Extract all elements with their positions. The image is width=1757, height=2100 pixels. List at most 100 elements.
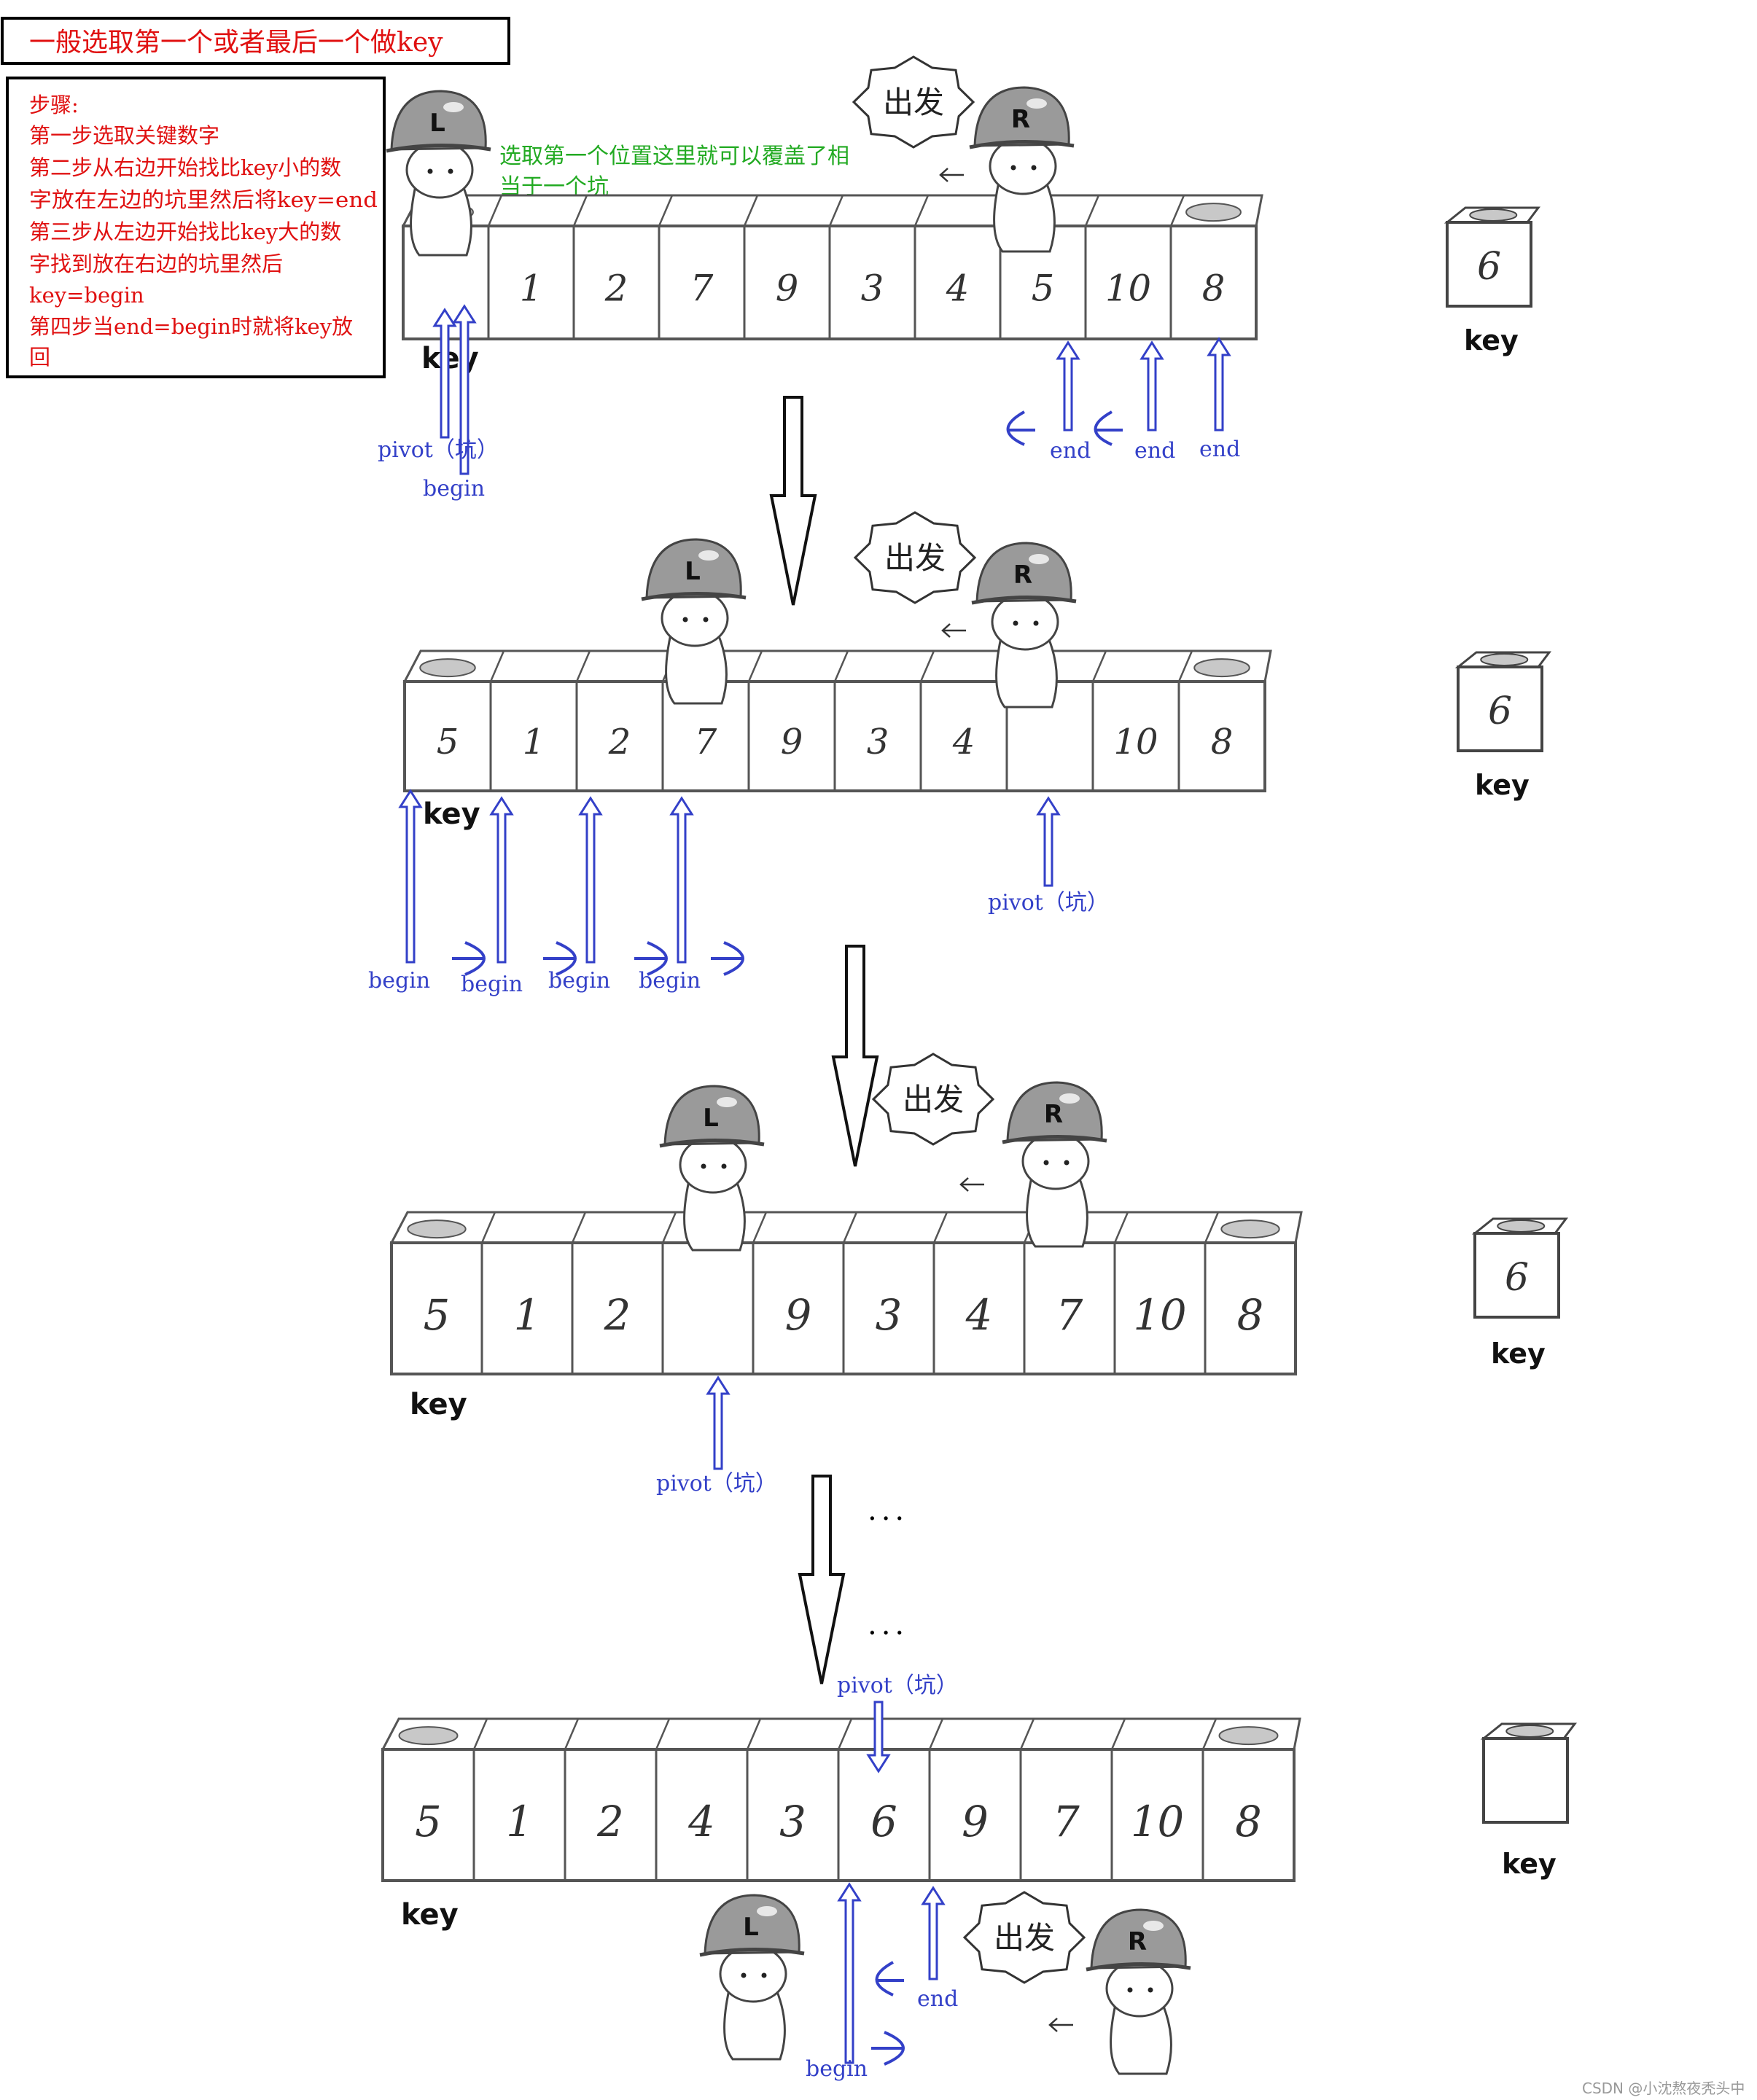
key-box-label: key xyxy=(1464,324,1519,356)
array-lid-divider xyxy=(1019,1718,1035,1750)
bubble-text: 出发 xyxy=(994,1920,1055,1956)
pivot-label-3: pivot（坑） xyxy=(656,1471,777,1496)
array-lid-divider xyxy=(1177,650,1193,682)
array-cell-value: 7 xyxy=(1053,1798,1080,1846)
move-arrow-head xyxy=(941,623,951,638)
character-body xyxy=(683,1180,746,1252)
left-move-arrow-1 xyxy=(939,168,964,182)
character-eye xyxy=(1013,620,1018,626)
chevron-right xyxy=(452,941,486,976)
helmet-shine xyxy=(1059,1093,1080,1104)
array-lid-divider xyxy=(480,1211,496,1244)
flow-arrow-3 xyxy=(798,1475,846,1685)
array-cell-value: 8 xyxy=(1235,1798,1262,1846)
character-face xyxy=(989,137,1057,195)
array-cell-value: 10 xyxy=(1105,267,1151,309)
character-eye xyxy=(1033,620,1039,626)
move-arrow-head xyxy=(959,1177,969,1192)
array-lid-divider xyxy=(1201,1718,1218,1750)
begin-label-2c: begin xyxy=(548,968,610,994)
helmet-shine xyxy=(717,1097,737,1107)
pivot-arrow-1 xyxy=(432,308,457,439)
helmet-shine xyxy=(757,1906,777,1916)
speech-bubble xyxy=(852,55,975,149)
end-label-1c: end xyxy=(1199,437,1240,462)
pointer-arrow xyxy=(669,796,694,964)
begin-label-4: begin xyxy=(806,2056,868,2082)
array-cell-value: 9 xyxy=(781,722,803,762)
array-lid-divider xyxy=(919,650,935,682)
array-lid-divider xyxy=(661,1211,677,1244)
key-box-cap xyxy=(1505,1725,1554,1738)
end-chevron-1a xyxy=(1006,410,1035,446)
array-lid-divider xyxy=(487,195,503,227)
pointer-arrow xyxy=(578,796,603,964)
end-label-4: end xyxy=(917,1986,958,2012)
array-cell-value: 8 xyxy=(1211,722,1234,762)
pivot-label-2: pivot（坑） xyxy=(988,890,1109,916)
left-move-arrow-2 xyxy=(941,623,966,638)
array-cap-left xyxy=(407,1219,467,1239)
pointer-arrow xyxy=(452,304,477,475)
array-cell-value: 10 xyxy=(1131,1798,1184,1846)
pointer-arrow xyxy=(1036,796,1061,887)
helmet-letter: L xyxy=(743,1913,759,1942)
character-eye xyxy=(1043,1160,1049,1166)
array-lid-divider xyxy=(746,1718,762,1750)
end-arrow-1b xyxy=(1139,340,1164,432)
array-lid-divider xyxy=(932,1211,948,1244)
pointer-arrow xyxy=(1139,340,1164,432)
title-text: 一般选取第一个或者最后一个做key xyxy=(29,28,443,58)
key-box: 6 xyxy=(1471,1217,1568,1319)
array-lid-divider xyxy=(1110,1718,1126,1750)
character-body xyxy=(1110,2004,1172,2075)
chevron-right xyxy=(543,941,577,976)
ellipsis-1: ... xyxy=(868,1494,908,1527)
array-cell-value: 3 xyxy=(867,722,889,762)
helmet-letter: L xyxy=(703,1104,719,1133)
character-face xyxy=(661,589,729,647)
array-cell-value: 1 xyxy=(523,722,545,762)
begin-arrow-1 xyxy=(452,304,477,475)
begin-arrow-2c xyxy=(578,796,603,964)
pointer-arrow xyxy=(1056,340,1080,432)
key-box-value: 6 xyxy=(1488,690,1512,733)
character-l-4: L xyxy=(699,1894,805,2061)
array-cell-value: 2 xyxy=(604,267,628,309)
key-box-body xyxy=(1457,665,1543,752)
chevron-right xyxy=(871,2031,905,2066)
end-arrow-1c xyxy=(1207,337,1231,432)
character-body xyxy=(995,637,1058,709)
character-eye xyxy=(741,1972,747,1978)
pivot-arrow-2 xyxy=(1036,796,1061,887)
move-arrow-head xyxy=(1048,2018,1058,2032)
array-lid-divider xyxy=(828,195,844,227)
bubble-text: 出发 xyxy=(903,1082,964,1117)
watermark: CSDN @小沈熬夜秃头中 xyxy=(1582,2080,1745,2097)
array-cell-value: 3 xyxy=(876,1291,903,1340)
array-cell-value: 5 xyxy=(424,1291,451,1340)
array-cell-value: 4 xyxy=(952,722,975,762)
begin-arrow-2a xyxy=(398,789,423,964)
begin-label-2a: begin xyxy=(368,968,430,994)
helmet-shine xyxy=(1029,554,1049,564)
flow-arrow-1 xyxy=(769,396,817,606)
steps-line-6: key=begin xyxy=(29,283,144,308)
helmet-rim xyxy=(641,591,747,601)
end-arrow-4 xyxy=(921,1886,946,1980)
begin-chevron-2a xyxy=(452,941,486,976)
character-l-1: L xyxy=(386,90,491,257)
character-body xyxy=(1026,1176,1088,1248)
speech-bubble xyxy=(962,1891,1086,1984)
array-lid-divider xyxy=(752,1211,768,1244)
character-eye xyxy=(761,1972,767,1978)
begin-chevron-2b xyxy=(543,941,577,976)
character-eye xyxy=(1148,1987,1153,1993)
character-eye xyxy=(448,168,453,174)
end-arrow-1a xyxy=(1056,340,1080,432)
pointer-arrow-down xyxy=(866,1701,891,1773)
